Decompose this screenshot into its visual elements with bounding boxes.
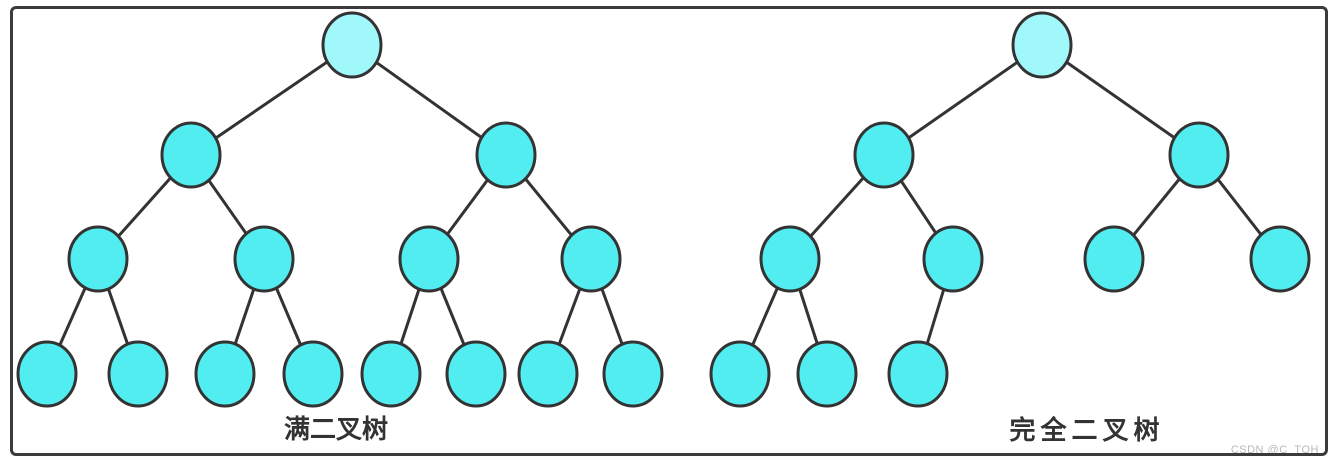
tree-root-node [1011,11,1073,79]
tree-node [475,121,537,189]
tree-node [853,121,915,189]
tree-node [922,225,984,293]
tree-node [887,340,949,408]
tree-edge [883,43,1043,157]
tree-node [1249,225,1311,293]
tree-node [796,340,858,408]
tree-node [282,340,344,408]
tree-node [360,340,422,408]
complete-binary-tree-label: 完全二叉树 [1009,415,1165,445]
tree-node [560,225,622,293]
full-binary-tree-label: 满二叉树 [283,414,389,444]
tree-node [602,340,664,408]
tree-edge [190,43,353,157]
tree-node [16,340,78,408]
tree-node [194,340,256,408]
watermark: CSDN @C_TQH [1230,444,1319,456]
tree-node [517,340,579,408]
tree-edge [351,43,507,157]
tree-node [398,225,460,293]
tree-node [709,340,771,408]
tree-root-node [321,11,383,79]
tree-node [1083,225,1145,293]
tree-edge [1041,43,1200,157]
tree-node [1168,121,1230,189]
tree-node [759,225,821,293]
tree-node [67,225,129,293]
tree-node [107,340,169,408]
tree-node [233,225,295,293]
tree-node [160,121,222,189]
tree-node [445,340,507,408]
